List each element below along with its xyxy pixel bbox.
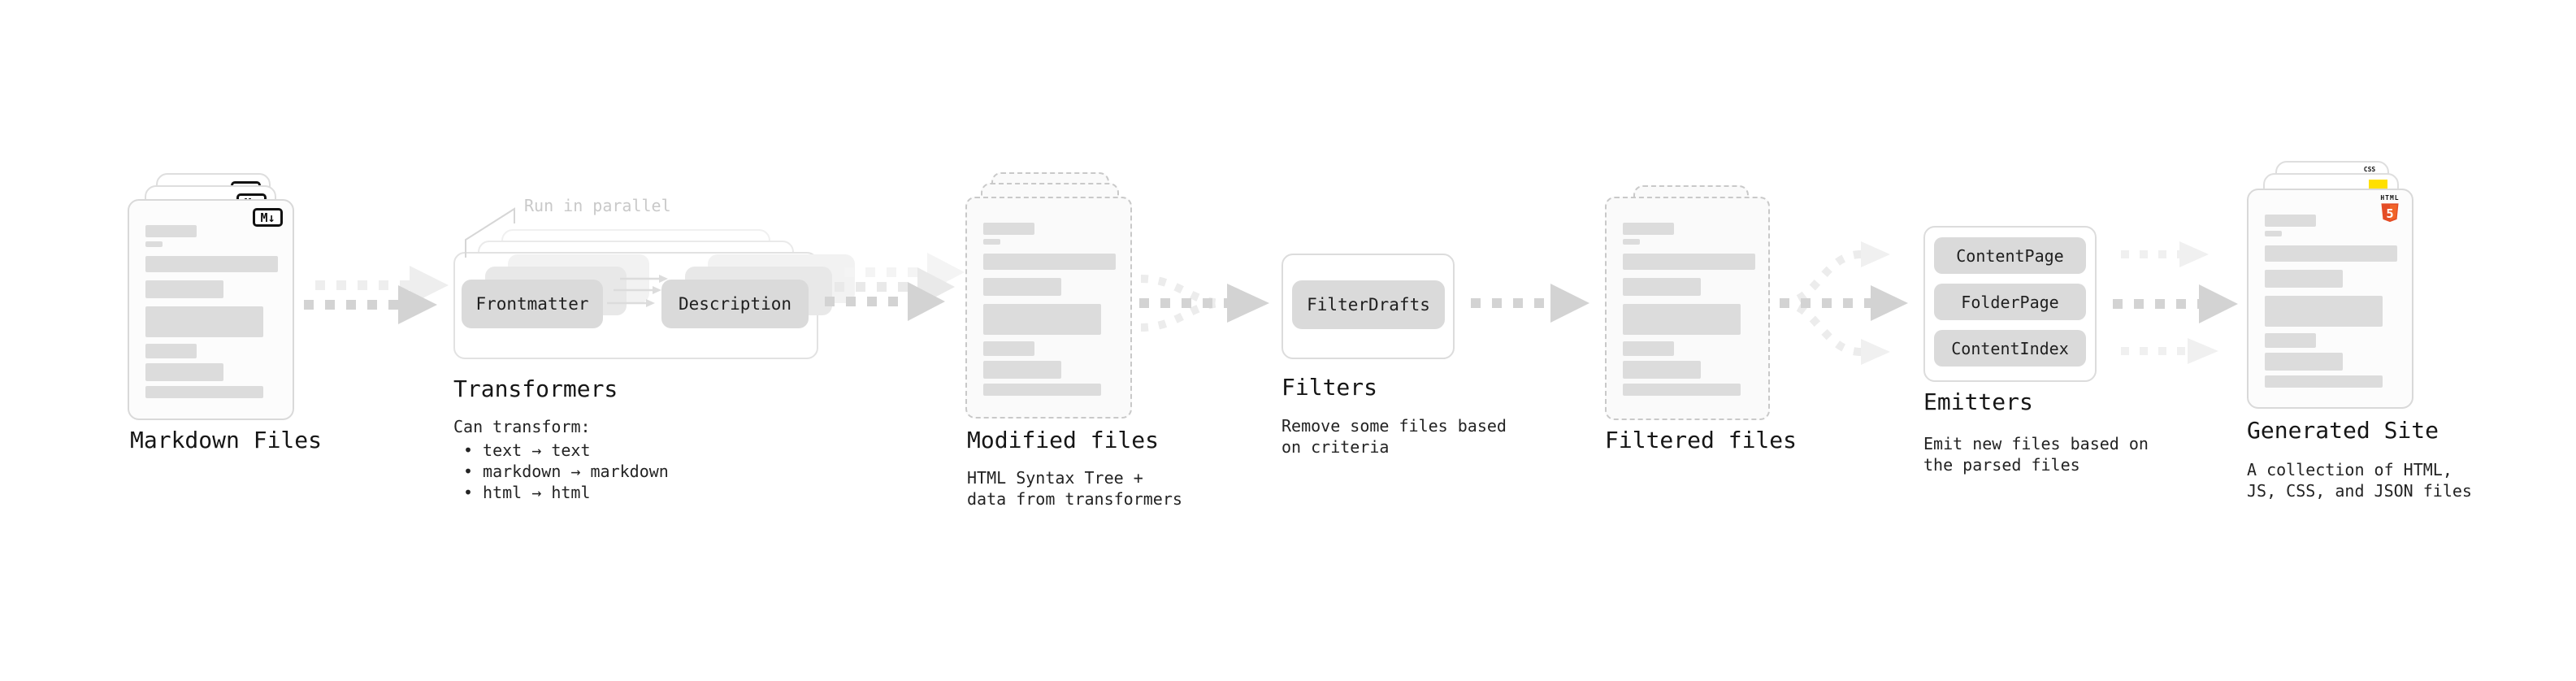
generated-site-desc-line1: A collection of HTML, — [2247, 460, 2452, 479]
bullet-text: text → text — [483, 440, 591, 460]
skeleton-bar — [1623, 384, 1741, 396]
modified-files-label: Modified files — [967, 427, 1160, 453]
skeleton-bar — [983, 254, 1116, 270]
description-pill: Description — [661, 280, 809, 328]
skeleton-bar — [2265, 296, 2383, 327]
skeleton-bar — [2265, 245, 2397, 262]
transformers-label: Transformers — [453, 375, 618, 402]
run-in-parallel-annotation: Run in parallel — [524, 196, 671, 215]
pill-arrow-icon — [620, 275, 668, 283]
skeleton-bar — [145, 225, 197, 237]
transformers-desc-title: Can transform: — [453, 417, 591, 436]
skeleton-bar — [1623, 361, 1701, 379]
modified-files-desc-line2: data from transformers — [967, 489, 1182, 509]
emitters-desc-line2: the parsed files — [1923, 455, 2080, 475]
generated-file-card-html: HTML 5 — [2247, 189, 2413, 409]
markdown-file-card: M↓ — [128, 199, 294, 420]
bullet-icon: • — [463, 440, 474, 460]
flow-arrow-emitter-top — [2121, 241, 2209, 267]
emitters-desc-line1: Emit new files based on — [1923, 434, 2149, 453]
transform-bullet: • text → text — [463, 441, 591, 459]
skeleton-bar — [2265, 231, 2282, 236]
pill-arrow-icon — [614, 286, 661, 294]
flow-arrow-emitter-middle — [2113, 284, 2238, 323]
modified-file-card — [965, 197, 1132, 419]
skeleton-bar — [1623, 254, 1755, 270]
modified-files-desc-line1: HTML Syntax Tree + — [967, 468, 1143, 488]
skeleton-bar — [145, 344, 197, 358]
skeleton-bar — [983, 341, 1034, 356]
skeleton-bar — [145, 256, 278, 272]
markdown-files-label: Markdown Files — [130, 427, 323, 453]
skeleton-bar — [145, 280, 223, 298]
filters-desc-line2: on criteria — [1281, 437, 1390, 457]
contentpage-pill: ContentPage — [1934, 237, 2086, 274]
skeleton-bar — [983, 278, 1061, 296]
markdown-icon: M↓ — [253, 208, 283, 227]
arrow-main — [825, 282, 945, 321]
skeleton-bar — [2265, 215, 2316, 227]
flow-arrow-fanin-to-filters — [1139, 275, 1269, 332]
skeleton-bar — [1623, 239, 1640, 245]
skeleton-bar — [1623, 278, 1701, 296]
skeleton-bar — [1623, 223, 1674, 235]
arrow-main — [304, 285, 437, 324]
pill-arrow-icon — [607, 299, 655, 307]
frontmatter-pill: Frontmatter — [462, 280, 603, 328]
flow-arrow-emitter-bottom — [2121, 338, 2218, 364]
emitters-label: Emitters — [1923, 388, 2033, 415]
filters-label: Filters — [1281, 374, 1378, 401]
skeleton-bar — [145, 363, 223, 381]
skeleton-bar — [983, 384, 1101, 396]
bullet-icon: • — [463, 483, 474, 502]
html5-shield: 5 — [2381, 203, 2399, 223]
skeleton-bar — [2265, 270, 2343, 288]
skeleton-bar — [983, 239, 1000, 245]
arrow-echo — [315, 266, 449, 305]
bullet-text: html → html — [483, 483, 591, 502]
skeleton-bar — [145, 241, 163, 247]
folderpage-pill: FolderPage — [1934, 284, 2086, 320]
html5-icon: HTML 5 — [2376, 194, 2404, 224]
skeleton-bar — [145, 306, 263, 337]
skeleton-bar — [2265, 353, 2343, 371]
flow-arrow-transformers-to-modified — [823, 253, 966, 342]
skeleton-bar — [983, 223, 1034, 235]
skeleton-bar — [145, 386, 263, 398]
transform-bullet: • markdown → markdown — [463, 462, 669, 480]
callout-leader-line — [465, 207, 515, 258]
bullet-text: markdown → markdown — [483, 462, 669, 481]
flow-arrow-markdown-to-transformers — [302, 266, 452, 344]
skeleton-bar — [983, 361, 1061, 379]
svg-text:5: 5 — [2386, 206, 2393, 221]
flow-arrow-fanout-to-emitters — [1780, 241, 1908, 365]
skeleton-bar — [2265, 375, 2383, 388]
skeleton-bar — [983, 304, 1101, 335]
js-file-icon — [2369, 180, 2387, 189]
transform-bullet: • html → html — [463, 484, 591, 501]
filtered-file-card — [1605, 197, 1770, 420]
contentindex-pill: ContentIndex — [1934, 330, 2086, 367]
bullet-icon: • — [463, 462, 474, 481]
generated-site-desc-line2: JS, CSS, and JSON files — [2247, 481, 2472, 501]
filters-desc-line1: Remove some files based — [1281, 416, 1507, 436]
filtered-files-label: Filtered files — [1605, 427, 1798, 453]
filterdrafts-pill: FilterDrafts — [1292, 280, 1445, 329]
skeleton-bar — [1623, 304, 1741, 335]
flow-arrow-filters-to-filtered — [1471, 284, 1589, 323]
skeleton-bar — [2265, 333, 2316, 348]
skeleton-bar — [1623, 341, 1674, 356]
generated-site-label: Generated Site — [2247, 417, 2439, 444]
